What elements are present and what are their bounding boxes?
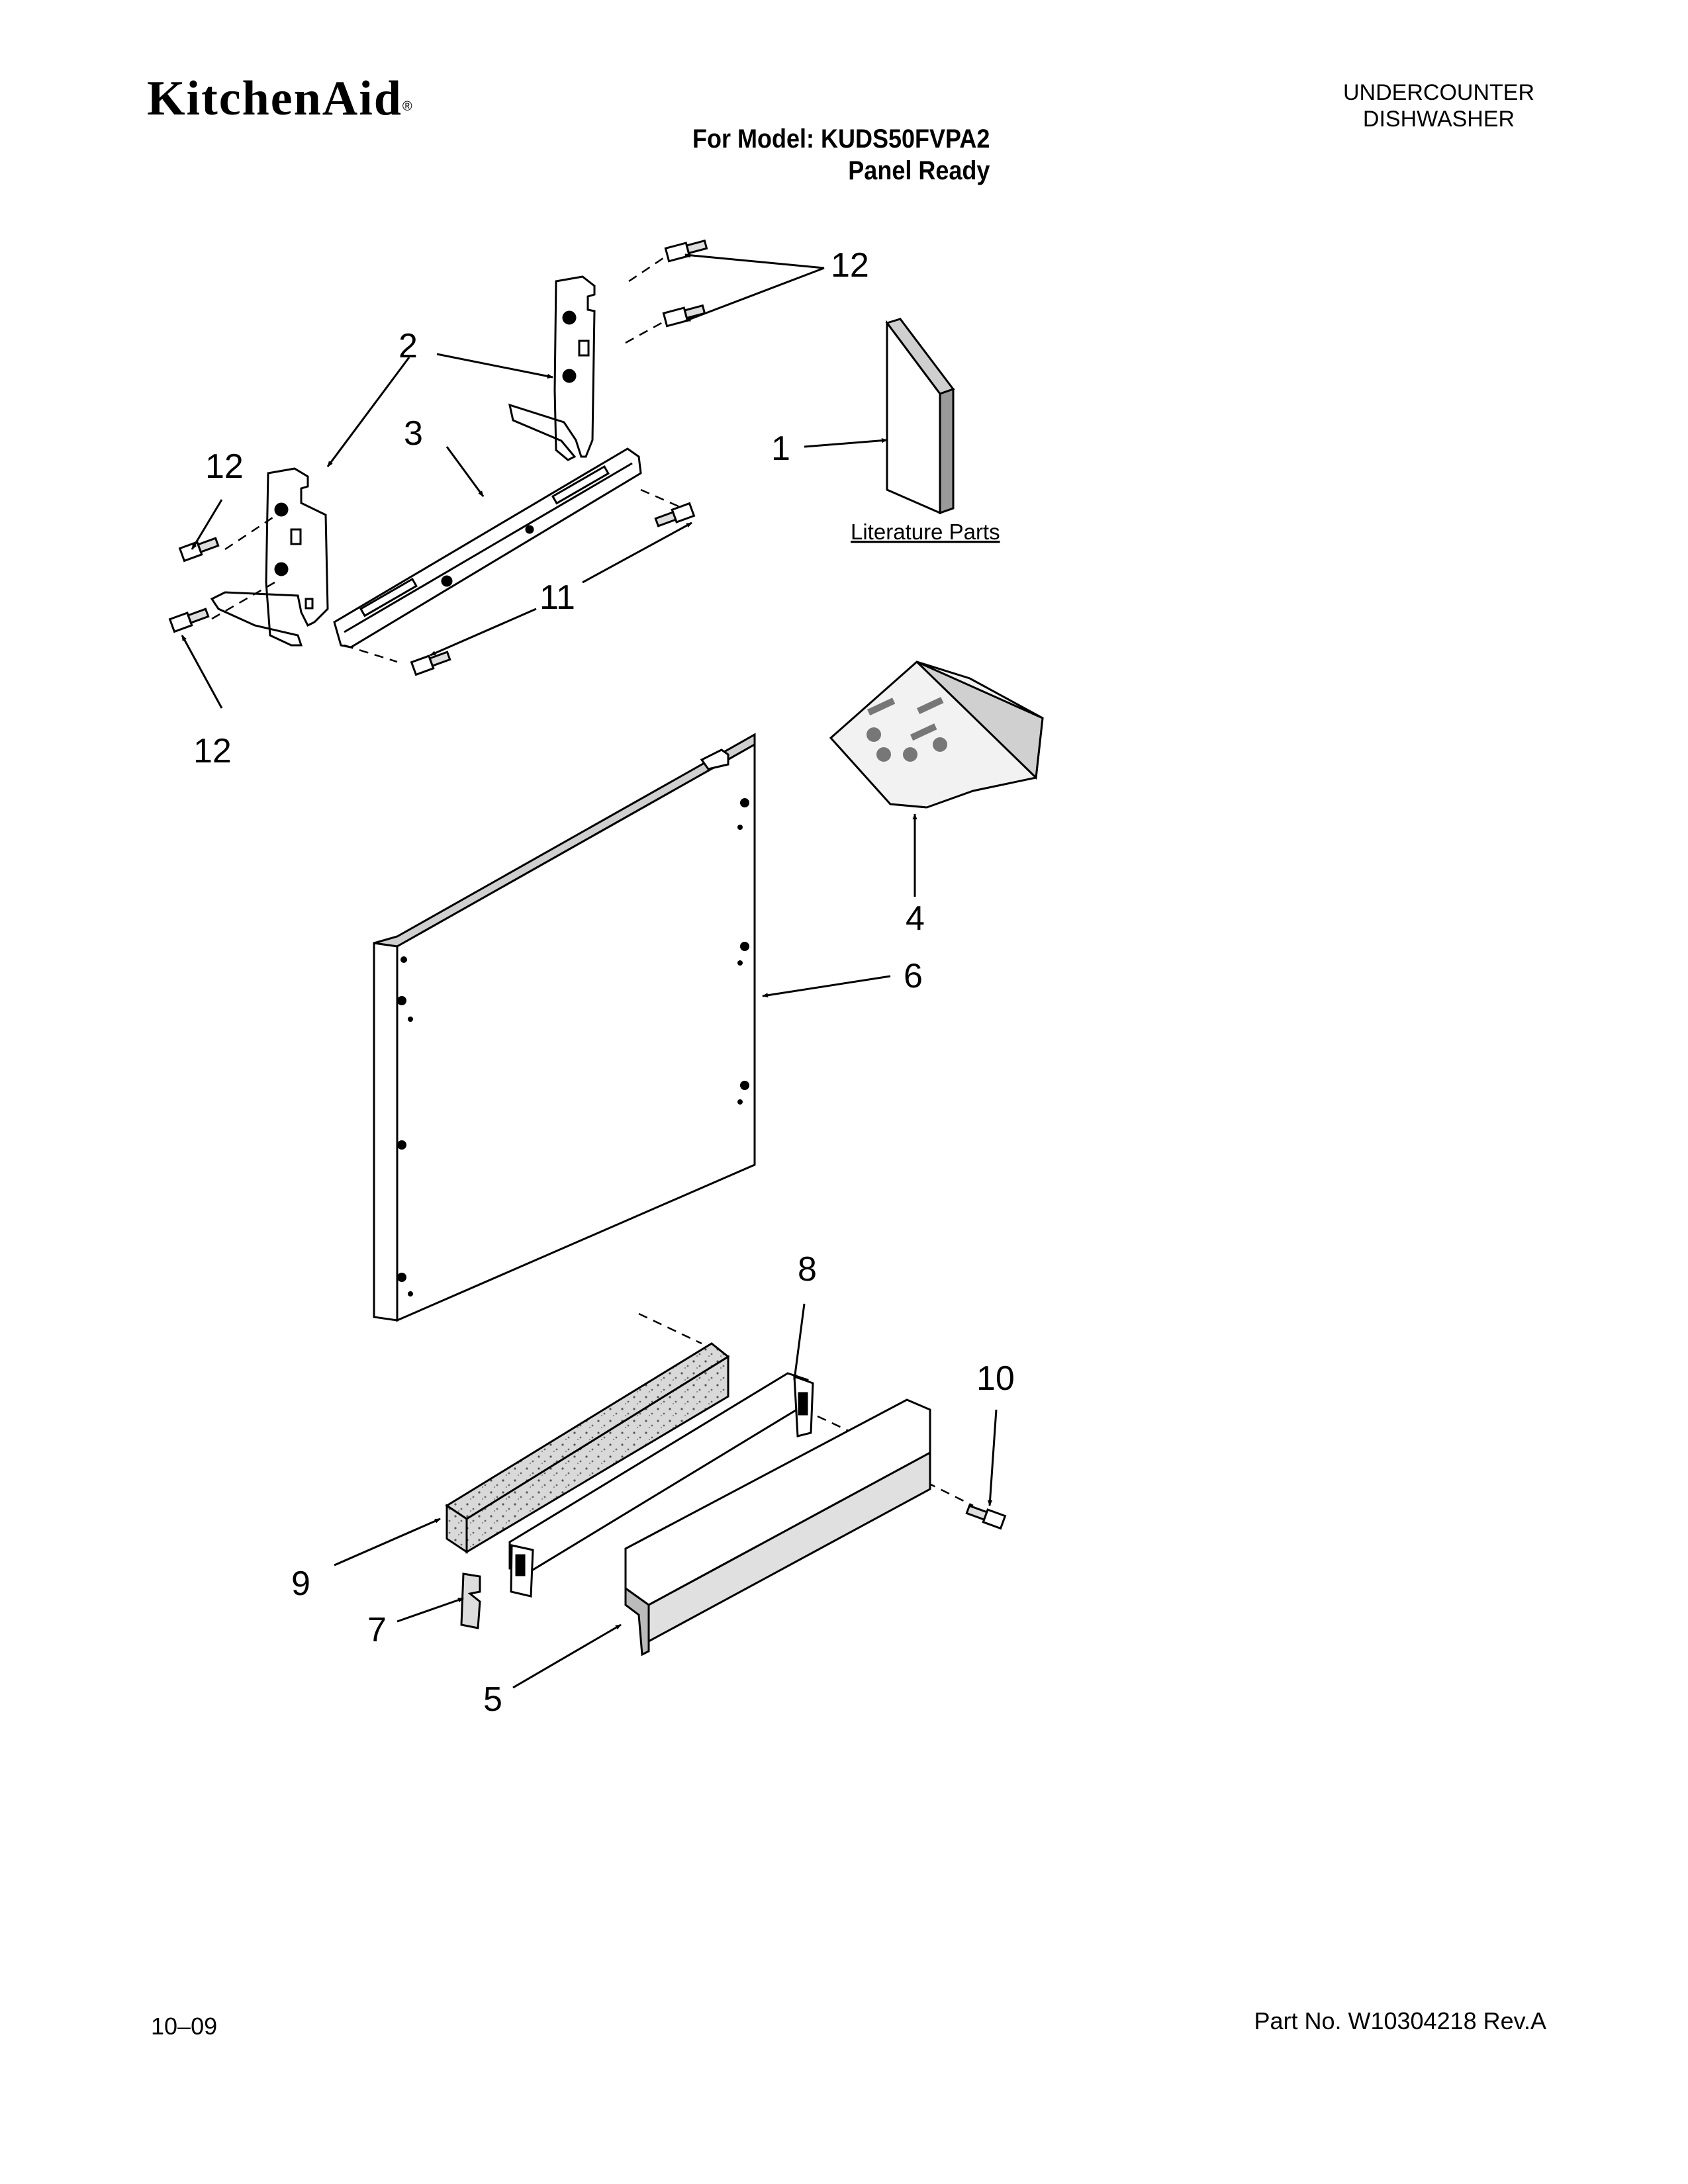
callout-3: 3: [404, 414, 423, 453]
callout-12-top: 12: [831, 246, 869, 285]
callout-12-bottom: 12: [193, 732, 232, 770]
callout-11: 11: [539, 578, 575, 617]
callout-12-left: 12: [205, 447, 244, 486]
part-number: Part No. W10304218 Rev.A: [1254, 2007, 1546, 2034]
callout-leaders: [181, 253, 998, 1689]
hardware-bag: [829, 660, 1044, 809]
toe-plate: [508, 1372, 814, 1598]
kick-plate: [624, 1398, 931, 1657]
literature-booklet: [885, 318, 955, 515]
clip: [460, 1572, 481, 1629]
foam-insulation-strip: [445, 1342, 730, 1554]
revision-date: 10–09: [151, 2013, 218, 2040]
category-line-1: UNDERCOUNTER: [1343, 80, 1534, 105]
screw-group: [168, 239, 1007, 1530]
model-heading: For Model: KUDS50FVPA2 Panel Ready: [692, 123, 990, 187]
mounting-rail: [333, 447, 642, 649]
model-number: For Model: KUDS50FVPA2: [692, 124, 990, 154]
product-category: UNDERCOUNTER DISHWASHER: [1343, 79, 1534, 132]
callout-7: 7: [367, 1611, 387, 1649]
callout-8: 8: [798, 1250, 817, 1289]
callout-10: 10: [976, 1359, 1015, 1398]
callout-2: 2: [399, 327, 418, 365]
literature-parts-label: Literature Parts: [851, 520, 1000, 544]
callout-5: 5: [483, 1680, 502, 1719]
kitchenaid-logo: KitchenAid®: [147, 74, 414, 123]
alignment-lines: [211, 255, 974, 1507]
callout-9: 9: [291, 1565, 310, 1603]
callout-6: 6: [904, 957, 923, 995]
brand-name: KitchenAid: [147, 71, 402, 126]
registered-mark: ®: [402, 99, 414, 114]
hinge-bracket-right: [508, 275, 596, 461]
hinge-bracket-left: [210, 467, 329, 647]
callout-4: 4: [906, 899, 925, 938]
callout-1: 1: [771, 430, 790, 468]
category-line-2: DISHWASHER: [1362, 107, 1515, 132]
door-panel: [373, 733, 756, 1322]
model-variant: Panel Ready: [848, 156, 990, 185]
